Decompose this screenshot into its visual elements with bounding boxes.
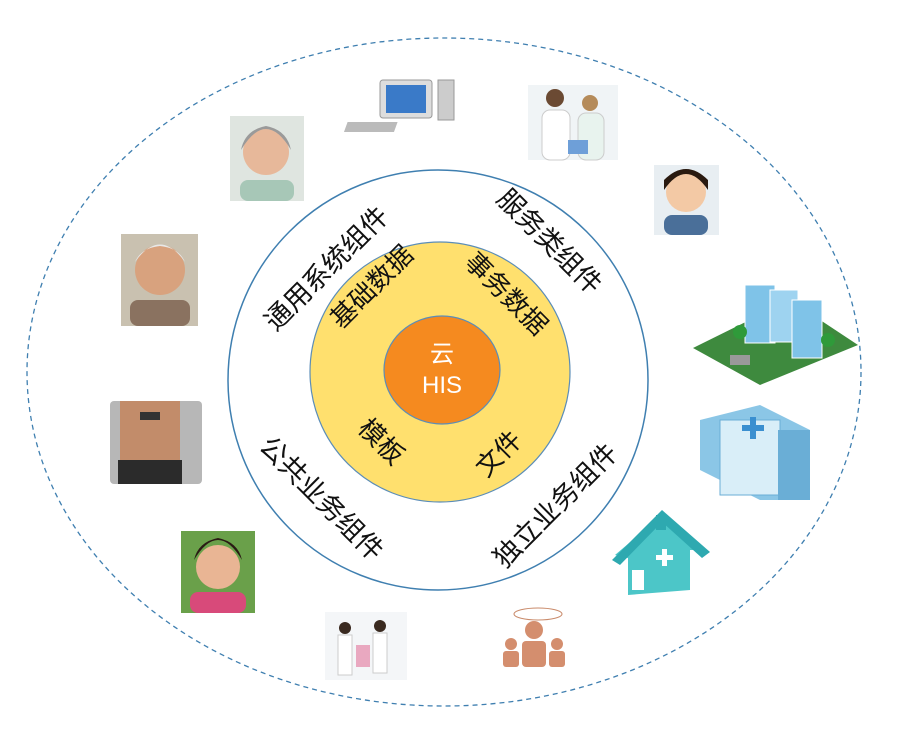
hospital-building-image xyxy=(700,405,810,500)
elderly-man-smiling-image xyxy=(121,234,198,326)
center-label-line2: HIS xyxy=(422,372,462,399)
elderly-woman-smiling-image xyxy=(181,531,255,613)
doctors-consulting-image xyxy=(325,612,407,680)
center-core xyxy=(383,315,501,425)
nurse-image xyxy=(654,165,719,235)
patient-with-device-image xyxy=(110,401,202,484)
medical-staff-icon xyxy=(503,607,565,667)
outer-dashed-boundary xyxy=(26,37,862,707)
center-label-line1: 云 xyxy=(430,341,454,368)
computer-terminal-image xyxy=(343,79,455,132)
elderly-woman-image xyxy=(230,116,304,201)
hospital-campus-image xyxy=(693,284,858,385)
clinic-house-image xyxy=(612,510,710,595)
doctors-image xyxy=(528,85,618,161)
